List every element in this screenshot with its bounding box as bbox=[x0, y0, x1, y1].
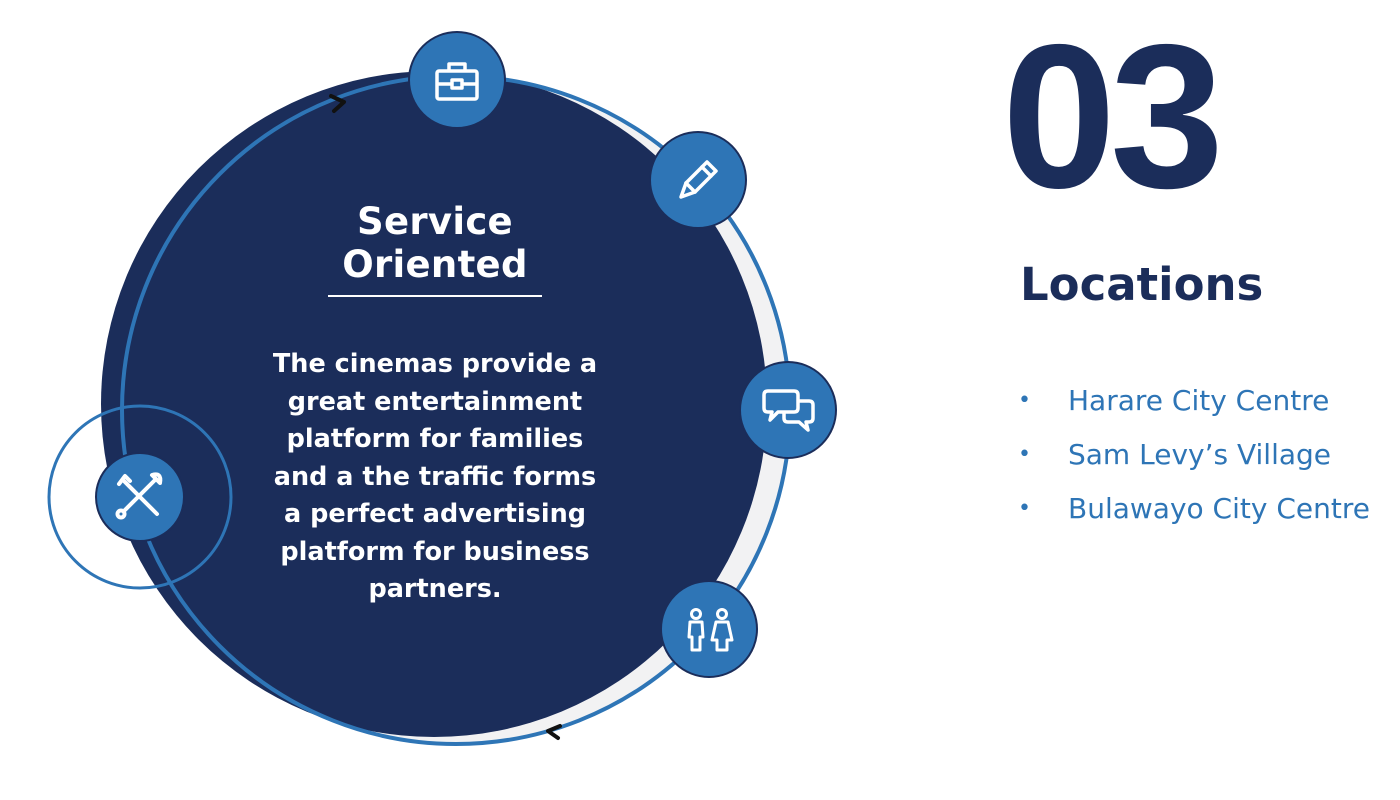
tools-outline-ring bbox=[47, 404, 233, 590]
pencil-node[interactable] bbox=[649, 131, 747, 229]
center-title: Service Oriented bbox=[342, 200, 528, 286]
chat-node[interactable] bbox=[739, 361, 837, 459]
bullet-icon: • bbox=[1018, 496, 1031, 521]
briefcase-icon bbox=[435, 62, 479, 101]
bullet-icon: • bbox=[1018, 442, 1031, 467]
arrowhead-top bbox=[329, 94, 346, 113]
location-item: • Harare City Centre bbox=[1018, 382, 1370, 436]
location-label: Sam Levy’s Village bbox=[1068, 438, 1332, 471]
center-divider bbox=[328, 295, 542, 297]
arrowhead-bottom bbox=[546, 724, 562, 740]
tools-node[interactable] bbox=[95, 452, 185, 542]
circular-diagram bbox=[47, 31, 837, 746]
bullet-icon: • bbox=[1018, 388, 1031, 413]
location-label: Harare City Centre bbox=[1068, 384, 1330, 417]
tools-icon bbox=[115, 472, 163, 520]
main-circle bbox=[101, 71, 767, 737]
location-item: • Bulawayo City Centre bbox=[1018, 490, 1370, 544]
people-icon bbox=[687, 608, 734, 652]
location-label: Bulawayo City Centre bbox=[1068, 492, 1370, 525]
locations-count: 03 bbox=[1002, 2, 1224, 231]
briefcase-node[interactable] bbox=[408, 31, 506, 129]
location-item: • Sam Levy’s Village bbox=[1018, 436, 1370, 490]
people-node[interactable] bbox=[660, 580, 758, 678]
chat-bubbles-icon bbox=[762, 389, 815, 432]
locations-list: •Harare City Centre •Sam Levy’s Village … bbox=[1018, 382, 1370, 544]
pencil-icon bbox=[679, 160, 718, 199]
locations-heading: Locations bbox=[1020, 258, 1264, 311]
center-description: The cinemas provide a great entertainmen… bbox=[272, 349, 598, 604]
